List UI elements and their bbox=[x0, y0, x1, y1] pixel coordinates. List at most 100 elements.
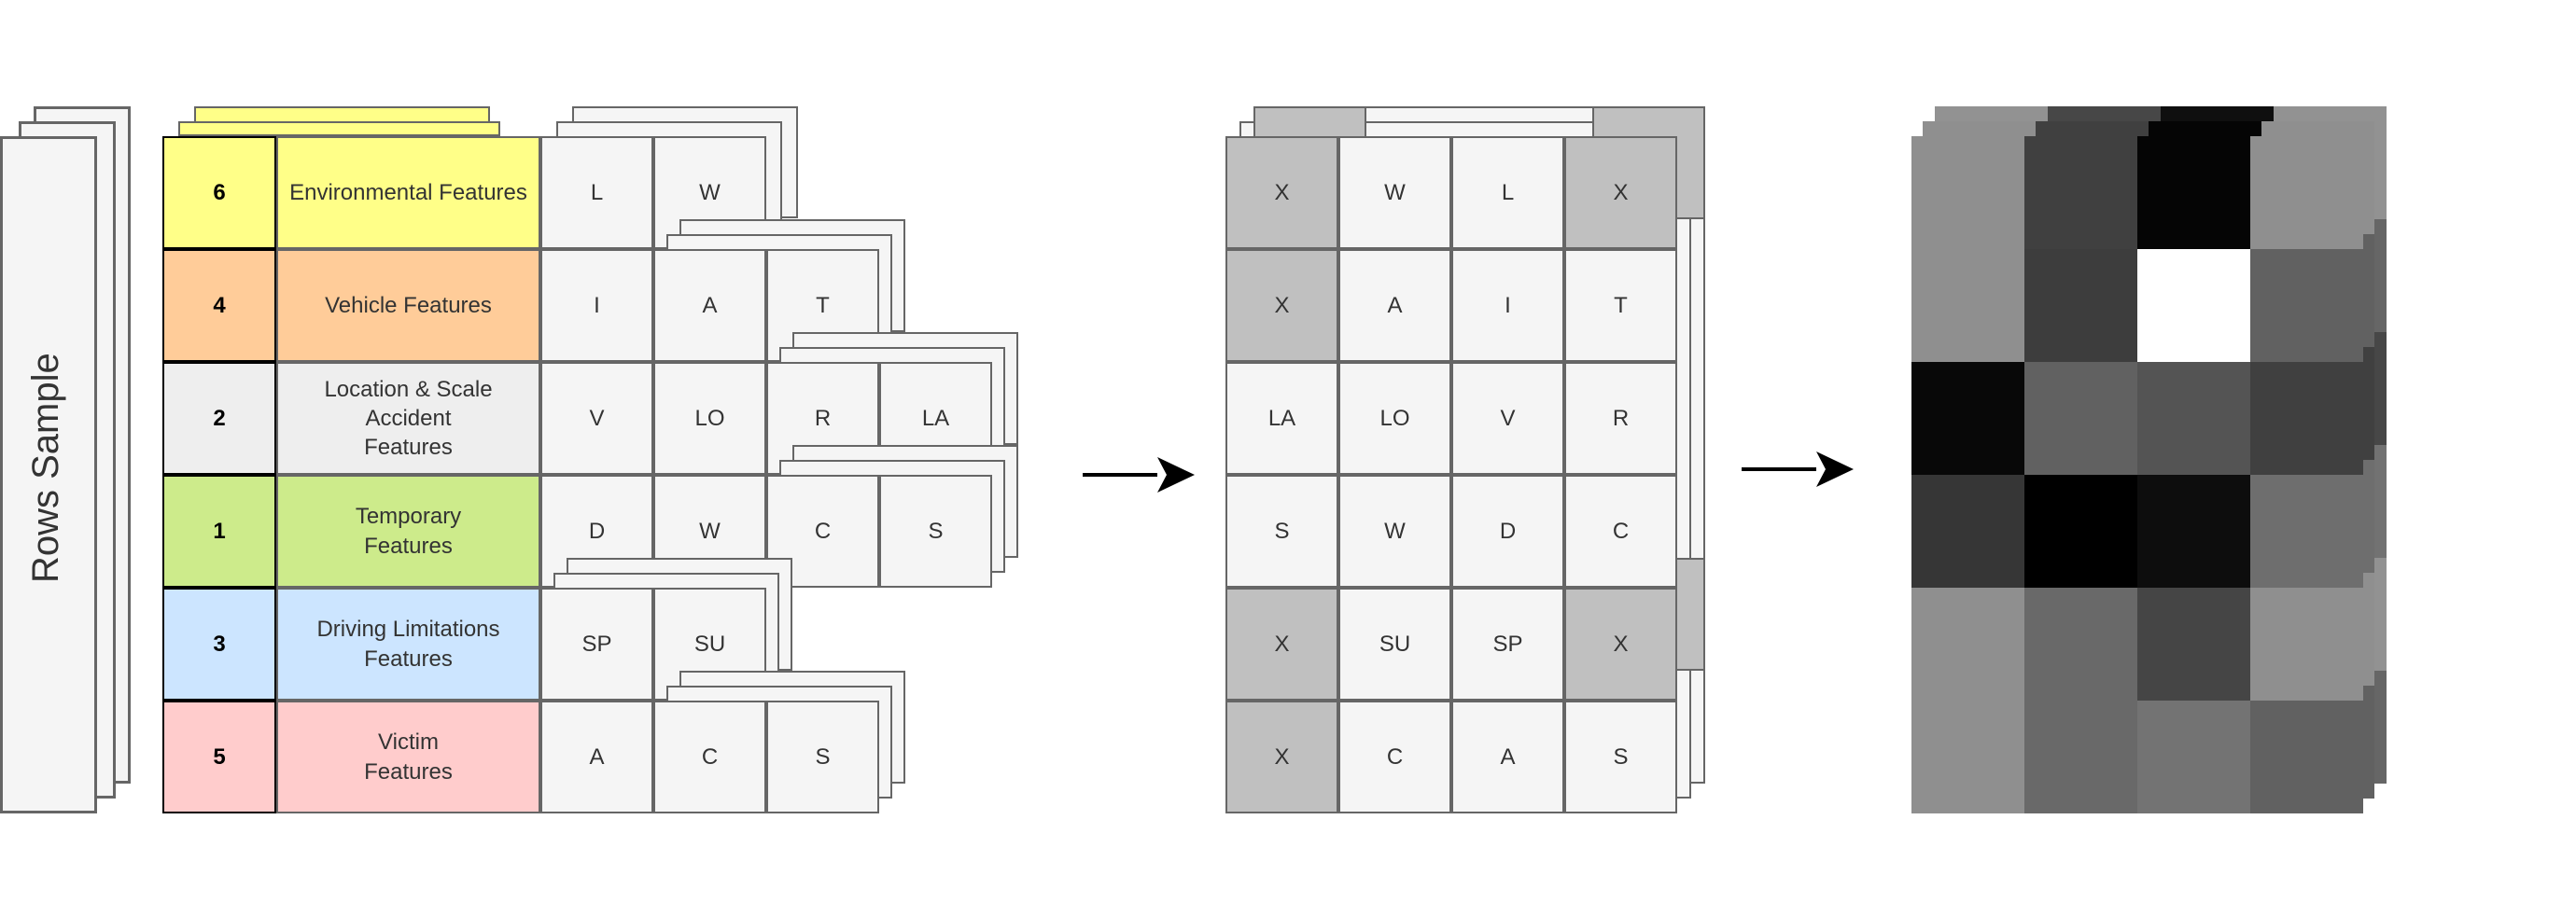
pixel bbox=[2137, 136, 2250, 249]
feature-cell: SP bbox=[540, 588, 653, 701]
cell-text: R bbox=[814, 405, 832, 431]
cell-text: C bbox=[1386, 743, 1404, 770]
cell-text: T bbox=[816, 292, 830, 318]
feature-cell: A bbox=[540, 701, 653, 813]
cell-text: I bbox=[1505, 292, 1511, 318]
row-layer-back bbox=[178, 121, 500, 136]
feature-cell: V bbox=[540, 362, 653, 475]
cell-text: Driving Limitations Features bbox=[316, 617, 500, 672]
cell-text: W bbox=[1384, 518, 1406, 544]
group-id-cell: 5 bbox=[162, 701, 276, 813]
pixel bbox=[2250, 588, 2363, 701]
cell-text: 1 bbox=[213, 518, 226, 544]
pixel bbox=[1911, 701, 2024, 813]
cell-text: S bbox=[1274, 518, 1290, 544]
cell-text: W bbox=[699, 179, 721, 205]
pixel bbox=[1911, 136, 2024, 249]
pixel bbox=[1911, 475, 2024, 588]
feature-cell: S bbox=[1225, 475, 1338, 588]
feature-cell: SU bbox=[1338, 588, 1451, 701]
feature-cell: A bbox=[653, 249, 766, 362]
feature-cell: D bbox=[1451, 475, 1564, 588]
cell-text: S bbox=[928, 518, 944, 544]
cell-text: X bbox=[1274, 292, 1290, 318]
padding-cell: X bbox=[1225, 701, 1338, 813]
pixel bbox=[2024, 588, 2137, 701]
pixel bbox=[2250, 362, 2363, 475]
cell-text: SU bbox=[1379, 631, 1411, 657]
cell-text: 3 bbox=[213, 631, 226, 657]
pixel bbox=[1911, 362, 2024, 475]
arrow-to-image bbox=[1742, 452, 1854, 487]
group-id-cell: 6 bbox=[162, 136, 276, 249]
feature-cell: LO bbox=[1338, 362, 1451, 475]
feature-cell: R bbox=[1564, 362, 1677, 475]
feature-cell: L bbox=[1451, 136, 1564, 249]
cell-text: C bbox=[1612, 518, 1630, 544]
feature-cell: LO bbox=[653, 362, 766, 475]
cell-text: LO bbox=[1379, 405, 1410, 431]
pixel bbox=[2024, 701, 2137, 813]
cell-text: LA bbox=[921, 405, 950, 431]
cell-text: C bbox=[701, 743, 719, 770]
feature-cell: S bbox=[766, 701, 879, 813]
feature-cell: S bbox=[1564, 701, 1677, 813]
cell-text: T bbox=[1614, 292, 1628, 318]
cell-text: A bbox=[702, 292, 718, 318]
cell-text: C bbox=[814, 518, 832, 544]
feature-cell: A bbox=[1338, 249, 1451, 362]
feature-cell: L bbox=[540, 136, 653, 249]
cell-text: X bbox=[1274, 179, 1290, 205]
feature-cell: LA bbox=[1225, 362, 1338, 475]
pixel bbox=[1911, 588, 2024, 701]
padding-cell: X bbox=[1225, 249, 1338, 362]
padding-cell: X bbox=[1225, 136, 1338, 249]
cell-text: W bbox=[1384, 179, 1406, 205]
cell-text: X bbox=[1613, 631, 1629, 657]
pixel bbox=[2137, 701, 2250, 813]
padding-cell: X bbox=[1564, 588, 1677, 701]
cell-text: X bbox=[1274, 631, 1290, 657]
feature-cell: W bbox=[1338, 136, 1451, 249]
cell-text: SP bbox=[1492, 631, 1523, 657]
group-id-cell: 3 bbox=[162, 588, 276, 701]
group-name-cell: Vehicle Features bbox=[276, 249, 540, 362]
group-id-cell: 1 bbox=[162, 475, 276, 588]
rows-sample-label: Rows Sample bbox=[25, 353, 66, 583]
pixel bbox=[2250, 701, 2363, 813]
group-name-cell: Driving Limitations Features bbox=[276, 588, 540, 701]
group-name-cell: Environmental Features bbox=[276, 136, 540, 249]
pixel bbox=[2137, 588, 2250, 701]
padding-cell: X bbox=[1564, 136, 1677, 249]
cell-text: V bbox=[1500, 405, 1516, 431]
feature-cell: C bbox=[653, 701, 766, 813]
cell-text: S bbox=[1613, 743, 1629, 770]
pixel bbox=[2137, 249, 2250, 362]
cell-text: W bbox=[699, 518, 721, 544]
pixel bbox=[2024, 475, 2137, 588]
group-id-cell: 4 bbox=[162, 249, 276, 362]
cell-text: SU bbox=[693, 631, 726, 657]
cell-text: LA bbox=[1267, 405, 1296, 431]
feature-cell: W bbox=[1338, 475, 1451, 588]
pixel bbox=[1911, 249, 2024, 362]
feature-cell: T bbox=[1564, 249, 1677, 362]
group-id-cell: 2 bbox=[162, 362, 276, 475]
cell-text: R bbox=[1612, 405, 1630, 431]
pixel bbox=[2024, 362, 2137, 475]
cell-text: S bbox=[815, 743, 831, 770]
cell-text: SP bbox=[581, 631, 612, 657]
pixel bbox=[2024, 136, 2137, 249]
arrow-to-matrix bbox=[1083, 457, 1195, 493]
feature-cell: SP bbox=[1451, 588, 1564, 701]
feature-cell: I bbox=[1451, 249, 1564, 362]
feature-cell: C bbox=[766, 475, 879, 588]
pixel bbox=[2024, 249, 2137, 362]
feature-cell: C bbox=[1338, 701, 1451, 813]
feature-cell: I bbox=[540, 249, 653, 362]
cell-text: I bbox=[594, 292, 600, 318]
pixel bbox=[2137, 475, 2250, 588]
pixel bbox=[2137, 362, 2250, 475]
feature-cell: S bbox=[879, 475, 992, 588]
